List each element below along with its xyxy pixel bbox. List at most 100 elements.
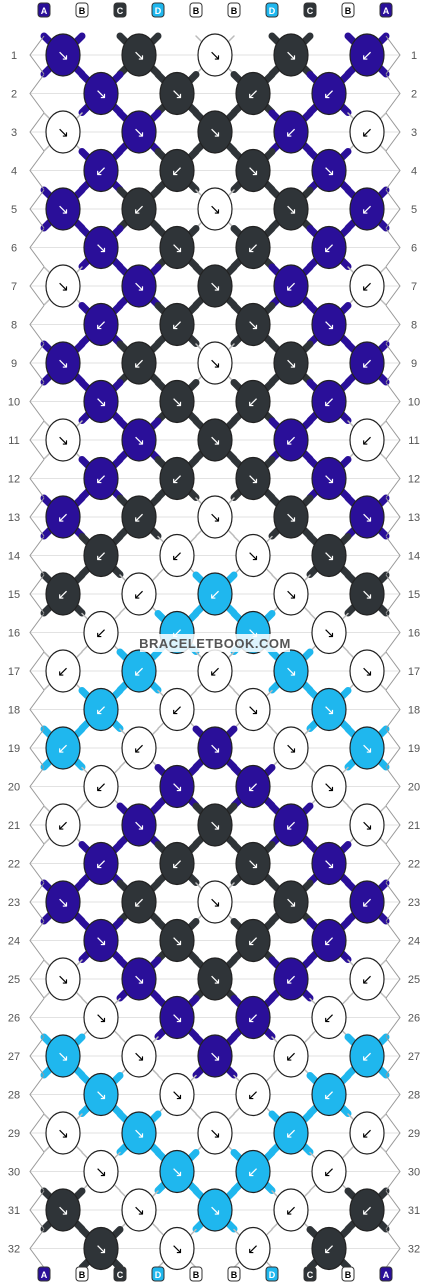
strand-label-bottom: C bbox=[303, 1266, 317, 1282]
row-number-right: 11 bbox=[408, 435, 419, 447]
edge-outline bbox=[385, 266, 401, 306]
knot-arrow: ↘ bbox=[323, 857, 335, 873]
edge-outline bbox=[385, 112, 401, 152]
knot-body bbox=[45, 418, 81, 462]
row-number-left: 32 bbox=[8, 1244, 20, 1256]
edge-outline bbox=[29, 844, 45, 883]
knot: ↙ bbox=[121, 572, 157, 616]
knot-arrow: ↙ bbox=[247, 1011, 259, 1027]
edge-outline bbox=[29, 536, 45, 575]
knot-arrow: ↘ bbox=[209, 356, 221, 372]
row-number-left: 5 bbox=[11, 204, 17, 216]
knot-arrow: ↙ bbox=[171, 164, 183, 180]
knot: ↙ bbox=[235, 764, 271, 809]
edge-outline bbox=[385, 921, 401, 960]
knot-body bbox=[349, 649, 385, 693]
knot: ↙ bbox=[235, 71, 271, 116]
row-number-left: 1 bbox=[11, 50, 17, 62]
knot-body bbox=[159, 764, 195, 809]
knot: ↙ bbox=[45, 803, 81, 847]
knot-body bbox=[311, 533, 347, 578]
knot: ↙ bbox=[311, 995, 347, 1040]
knot-body bbox=[83, 1072, 119, 1117]
strand-swatch bbox=[303, 2, 317, 18]
knot: ↙ bbox=[349, 1034, 385, 1078]
row-number-left: 11 bbox=[8, 435, 19, 447]
knot-body bbox=[349, 187, 385, 231]
edge-outline bbox=[385, 1036, 401, 1076]
knot-arrow: ↘ bbox=[133, 1126, 145, 1142]
row-number-left: 2 bbox=[11, 89, 17, 101]
knot-body bbox=[197, 341, 233, 385]
knot: ↙ bbox=[159, 148, 195, 193]
knot-arrow: ↙ bbox=[209, 664, 221, 680]
knot: ↘ bbox=[159, 918, 195, 963]
knot-arrow: ↘ bbox=[95, 241, 107, 257]
knot: ↙ bbox=[311, 918, 347, 963]
knot-arrow: ↘ bbox=[209, 125, 221, 141]
edge-outline bbox=[29, 882, 45, 922]
row-number-left: 29 bbox=[8, 1128, 20, 1140]
knot-body bbox=[349, 33, 385, 77]
knot: ↘ bbox=[121, 264, 157, 308]
row-number-left: 30 bbox=[8, 1167, 20, 1179]
row-number-right: 27 bbox=[408, 1051, 420, 1063]
knot: ↙ bbox=[159, 687, 195, 732]
edge-outline bbox=[29, 921, 45, 960]
knot: ↙ bbox=[45, 726, 81, 770]
edge-outline bbox=[29, 767, 45, 806]
knot: ↘ bbox=[121, 418, 157, 462]
strand-swatch bbox=[189, 2, 203, 18]
knot-body bbox=[121, 726, 157, 770]
strand-label-top: C bbox=[113, 2, 127, 18]
knot: ↘ bbox=[197, 1188, 233, 1232]
knot: ↙ bbox=[121, 880, 157, 924]
knot-arrow: ↙ bbox=[285, 1203, 297, 1219]
knot-body bbox=[273, 880, 309, 924]
knot: ↘ bbox=[311, 764, 347, 809]
knot: ↘ bbox=[121, 957, 157, 1001]
knot-arrow: ↘ bbox=[171, 1088, 183, 1104]
strand-label-top: C bbox=[303, 2, 317, 18]
knot: ↘ bbox=[197, 880, 233, 924]
knot-arrow: ↙ bbox=[361, 48, 373, 64]
knot-arrow: ↙ bbox=[133, 356, 145, 372]
row-number-right: 3 bbox=[411, 127, 417, 139]
knot: ↘ bbox=[349, 726, 385, 770]
knot-body bbox=[159, 1072, 195, 1117]
knot-body bbox=[45, 33, 81, 77]
knot-body bbox=[45, 495, 81, 539]
knot: ↘ bbox=[121, 1188, 157, 1232]
knot-arrow: ↘ bbox=[57, 433, 69, 449]
knot-body bbox=[83, 687, 119, 732]
knot: ↙ bbox=[349, 1188, 385, 1232]
row-number-left: 19 bbox=[8, 743, 20, 755]
knot-arrow: ↙ bbox=[323, 1088, 335, 1104]
knot: ↘ bbox=[311, 533, 347, 578]
row-number-left: 8 bbox=[11, 320, 17, 332]
knot-body bbox=[273, 264, 309, 308]
strand-letter: B bbox=[193, 6, 200, 16]
knot: ↙ bbox=[349, 1111, 385, 1155]
knot-arrow: ↙ bbox=[57, 741, 69, 757]
knot-body bbox=[311, 995, 347, 1040]
knot-arrow: ↙ bbox=[133, 510, 145, 526]
edge-outline bbox=[385, 382, 401, 421]
knot-body bbox=[83, 302, 119, 347]
knot-arrow: ↙ bbox=[95, 780, 107, 796]
knot-arrow: ↘ bbox=[323, 472, 335, 488]
edge-outline bbox=[385, 305, 401, 344]
knot-arrow: ↘ bbox=[361, 741, 373, 757]
knot-arrow: ↙ bbox=[323, 395, 335, 411]
knot-arrow: ↙ bbox=[361, 1203, 373, 1219]
strand-letter: A bbox=[41, 1270, 48, 1280]
knot-arrow: ↘ bbox=[57, 1049, 69, 1065]
knot-body bbox=[83, 456, 119, 501]
edge-outline bbox=[385, 998, 401, 1037]
strand-swatch bbox=[189, 1266, 203, 1282]
strand-label-bottom: D bbox=[265, 1266, 279, 1282]
strand-swatch bbox=[379, 1266, 393, 1282]
edge-outline bbox=[29, 151, 45, 190]
knot-body bbox=[45, 649, 81, 693]
knot: ↙ bbox=[83, 764, 119, 809]
